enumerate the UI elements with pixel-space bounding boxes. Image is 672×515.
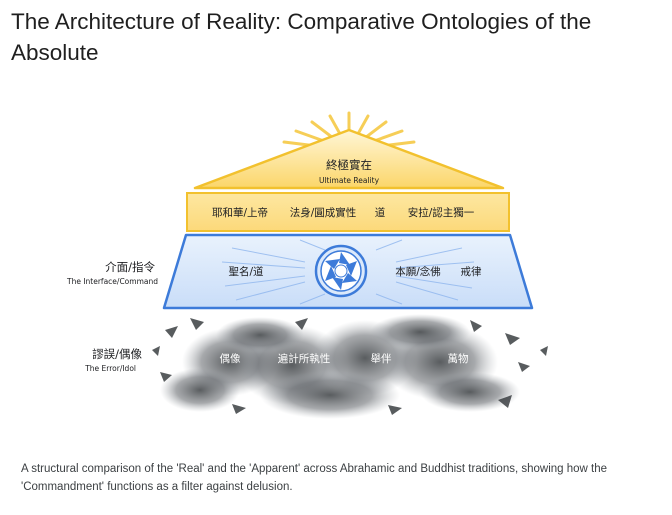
interface-side-label-cn: 介面/指令 (105, 260, 155, 274)
aperture-icon (314, 244, 368, 298)
interface-item-holy-name: 聖名/道 (228, 265, 264, 278)
interface-side-label-en: The Interface/Command (66, 277, 158, 286)
error-item-associate: 舉伴 (371, 352, 392, 365)
error-side-label-en: The Error/Idol (84, 364, 136, 373)
roof-item-dao: 道 (375, 206, 386, 219)
error-item-idol: 偶像 (220, 352, 241, 365)
interface-item-vow-nembutsu: 本願/念佛 (395, 265, 441, 278)
error-item-myriad-things: 萬物 (448, 352, 469, 365)
roof-item-yahweh: 耶和華/上帝 (212, 206, 268, 219)
gold-beam: 耶和華/上帝 法身/圓成實性 道 安拉/認主獨一 (186, 192, 510, 232)
error-side-label: 謬誤/偶像 The Error/Idol (84, 347, 142, 373)
error-side-label-cn: 謬誤/偶像 (92, 347, 142, 361)
error-smoke-layer: 偶像 遍計所執性 舉伴 萬物 (152, 314, 548, 419)
roof-item-dharmakaya: 法身/圓成實性 (290, 206, 357, 219)
figure-caption: A structural comparison of the 'Real' an… (21, 463, 608, 493)
roof-item-allah: 安拉/認主獨一 (408, 206, 475, 219)
roof-label-cn: 終極實在 (326, 158, 372, 172)
roof-ultimate-reality: 終極實在 Ultimate Reality (193, 128, 505, 190)
interface-item-precepts: 戒律 (461, 265, 482, 278)
interface-layer: 聖名/道 本願/念佛 戒律 (162, 233, 534, 310)
roof-label-en: Ultimate Reality (319, 176, 380, 185)
page-title: The Architecture of Reality: Comparative… (11, 9, 592, 65)
interface-side-label: 介面/指令 The Interface/Command (66, 260, 158, 286)
error-item-parikalpita: 遍計所執性 (278, 352, 331, 365)
